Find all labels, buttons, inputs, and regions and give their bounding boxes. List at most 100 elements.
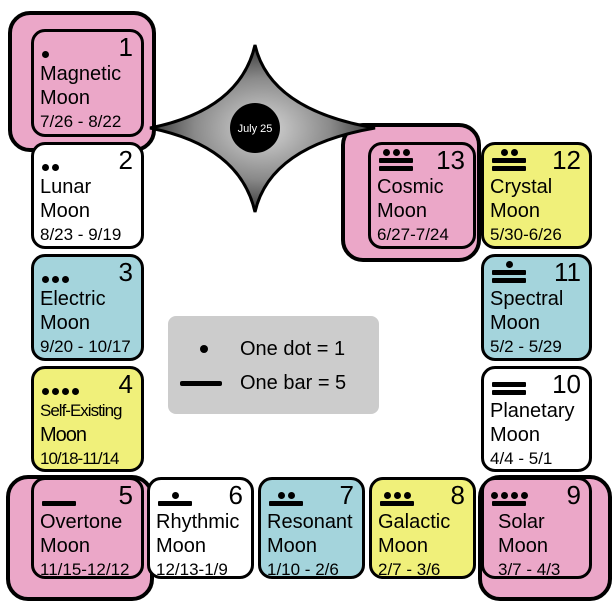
dot-glyph <box>62 276 69 283</box>
moon-7-glyph <box>267 486 327 508</box>
bar-glyph <box>492 166 526 171</box>
moon-2-dates: 8/23 - 9/19 <box>40 223 121 247</box>
moon-2-glyph <box>40 151 100 173</box>
moon-card-1: 1 Magnetic Moon 7/26 - 8/22 <box>31 29 144 137</box>
moon-12-dates: 5/30-6/26 <box>490 223 562 247</box>
moon-3-dates: 9/20 - 10/17 <box>40 335 131 359</box>
moon-4-dates: 10/18-11/14 <box>40 447 121 471</box>
moon-card-2: 2 Lunar Moon 8/23 - 9/19 <box>31 142 144 249</box>
moon-8-moon-word: Moon <box>378 534 450 558</box>
center-date-label: July 25 <box>238 123 273 135</box>
moon-card-6: 6 Rhythmic Moon 12/13-1/9 <box>147 477 254 579</box>
moon-9-dates: 3/7 - 4/3 <box>498 558 560 579</box>
moon-3-name: Electric <box>40 287 131 311</box>
moon-7-number: 7 <box>340 480 354 510</box>
dot-glyph <box>393 149 400 156</box>
dot-glyph <box>172 492 179 499</box>
moon-2-name: Lunar <box>40 175 121 199</box>
moon-card-3: 3 Electric Moon 9/20 - 10/17 <box>31 254 144 361</box>
bar-glyph <box>492 382 526 387</box>
dot-glyph <box>511 149 518 156</box>
moon-8-number: 8 <box>451 480 465 510</box>
legend-row-dot: One dot = 1 <box>168 334 379 364</box>
moon-13-dates: 6/27-7/24 <box>377 223 449 247</box>
bar-glyph <box>492 158 526 163</box>
moon-6-name: Rhythmic <box>156 510 239 534</box>
moon-11-moon-word: Moon <box>490 311 563 335</box>
moon-9-number: 9 <box>567 480 581 510</box>
moon-10-moon-word: Moon <box>490 423 575 447</box>
moon-1-dates: 7/26 - 8/22 <box>40 110 121 134</box>
moon-11-dates: 5/2 - 5/29 <box>490 335 563 359</box>
legend-box: One dot = 1 One bar = 5 <box>168 316 379 414</box>
moon-1-moon-word: Moon <box>40 86 121 110</box>
moon-12-glyph <box>490 151 550 173</box>
moon-4-glyph <box>40 375 100 397</box>
bar-glyph <box>380 501 414 506</box>
moon-5-dates: 11/15-12/12 <box>40 558 129 579</box>
dot-glyph <box>278 492 285 499</box>
dot-glyph <box>42 51 49 58</box>
moon-5-number: 5 <box>119 480 133 510</box>
moon-3-moon-word: Moon <box>40 311 131 335</box>
bar-glyph <box>492 270 526 275</box>
dot-glyph <box>42 164 49 171</box>
moon-8-glyph <box>378 486 438 508</box>
moon-5-glyph <box>40 486 100 508</box>
moon-7-dates: 1/10 - 2/6 <box>267 558 353 579</box>
moon-card-7: 7 Resonant Moon 1/10 - 2/6 <box>258 477 365 579</box>
moon-12-moon-word: Moon <box>490 199 562 223</box>
moon-11-glyph <box>490 263 550 285</box>
dot-glyph <box>403 149 410 156</box>
bar-glyph <box>379 166 413 171</box>
moon-12-number: 12 <box>552 145 581 175</box>
moon-10-glyph <box>490 375 550 397</box>
moon-1-name: Magnetic <box>40 62 121 86</box>
bar-glyph <box>492 278 526 283</box>
bar-glyph <box>379 158 413 163</box>
dot-glyph <box>394 492 401 499</box>
bar-glyph <box>492 390 526 395</box>
dot-glyph <box>62 388 69 395</box>
dot-glyph <box>501 149 508 156</box>
moon-2-moon-word: Moon <box>40 199 121 223</box>
dot-glyph <box>384 492 391 499</box>
moon-10-dates: 4/4 - 5/1 <box>490 447 575 471</box>
moon-11-number: 11 <box>554 257 581 287</box>
moon-card-8: 8 Galactic Moon 2/7 - 3/6 <box>369 477 476 579</box>
dot-glyph <box>521 492 528 499</box>
moon-13-moon-word: Moon <box>377 199 449 223</box>
legend-bar-icon <box>180 381 222 386</box>
moon-3-glyph <box>40 263 100 285</box>
moon-card-4: 4 Self-Existing Moon 10/18-11/14 <box>31 366 144 472</box>
moon-4-name: Self-Existing <box>40 399 121 423</box>
moon-card-13: 13 Cosmic Moon 6/27-7/24 <box>368 142 476 249</box>
moon-2-number: 2 <box>119 145 133 175</box>
dot-glyph <box>383 149 390 156</box>
moon-card-12: 12 Crystal Moon 5/30-6/26 <box>481 142 592 249</box>
bar-glyph <box>269 501 303 506</box>
moon-10-number: 10 <box>552 369 581 399</box>
dot-glyph <box>42 388 49 395</box>
bar-glyph <box>158 501 192 506</box>
moon-3-number: 3 <box>119 257 133 287</box>
dot-glyph <box>404 492 411 499</box>
moon-card-5: 5 Overtone Moon 11/15-12/12 <box>31 477 144 579</box>
moon-5-moon-word: Moon <box>40 534 129 558</box>
dot-glyph <box>52 276 59 283</box>
moon-card-11: 11 Spectral Moon 5/2 - 5/29 <box>481 254 592 361</box>
dot-glyph <box>506 261 513 268</box>
legend-row-bar: One bar = 5 <box>168 368 379 398</box>
moon-4-number: 4 <box>119 369 133 399</box>
moon-9-moon-word: Moon <box>498 534 560 558</box>
moon-7-name: Resonant <box>267 510 353 534</box>
legend-bar-label: One bar = 5 <box>240 370 346 396</box>
dot-glyph <box>52 164 59 171</box>
legend-dot-icon <box>200 345 208 353</box>
moon-9-glyph <box>490 486 550 508</box>
bar-glyph <box>42 501 76 506</box>
dot-glyph <box>42 276 49 283</box>
moon-8-name: Galactic <box>378 510 450 534</box>
moon-13-number: 13 <box>436 145 465 175</box>
